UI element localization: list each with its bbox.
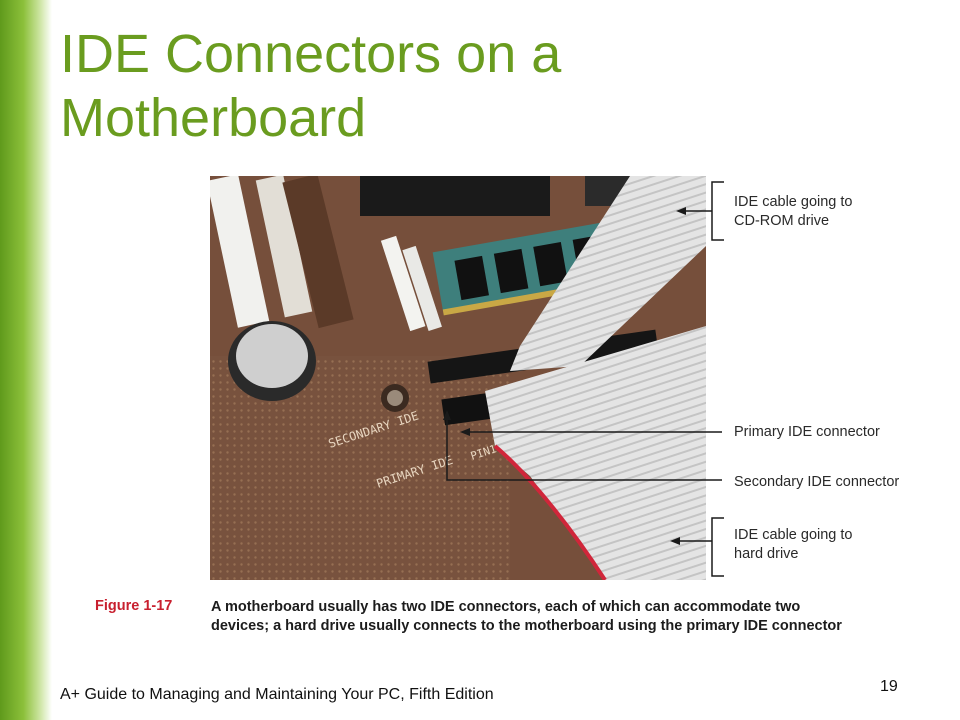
- callout-primary-ide: Primary IDE connector: [734, 424, 880, 440]
- callout-hdd-cable: IDE cable going to hard drive: [734, 526, 853, 564]
- slide-footer: A+ Guide to Managing and Maintaining You…: [60, 686, 494, 703]
- page-number: 19: [880, 678, 898, 695]
- callout-hdd-line2: hard drive: [734, 546, 799, 562]
- callout-cdrom-line1: IDE cable going to: [734, 194, 853, 210]
- figure-caption-line2: devices; a hard drive usually connects t…: [211, 618, 842, 634]
- figure-caption-line1: A motherboard usually has two IDE connec…: [211, 599, 801, 615]
- figure-caption: A motherboard usually has two IDE connec…: [211, 598, 931, 636]
- callout-cdrom-line2: CD-ROM drive: [734, 213, 830, 229]
- figure-label: Figure 1-17: [95, 598, 173, 614]
- callout-cdrom-cable: IDE cable going to CD-ROM drive: [734, 193, 853, 231]
- callout-hdd-line1: IDE cable going to: [734, 527, 853, 543]
- slide-title: IDE Connectors on a Motherboard: [60, 24, 562, 148]
- motherboard-photo: SECONDARY IDE PRIMARY IDE PIN1: [210, 176, 706, 580]
- left-accent-bar: [0, 0, 52, 720]
- callout-secondary-ide: Secondary IDE connector: [734, 474, 900, 490]
